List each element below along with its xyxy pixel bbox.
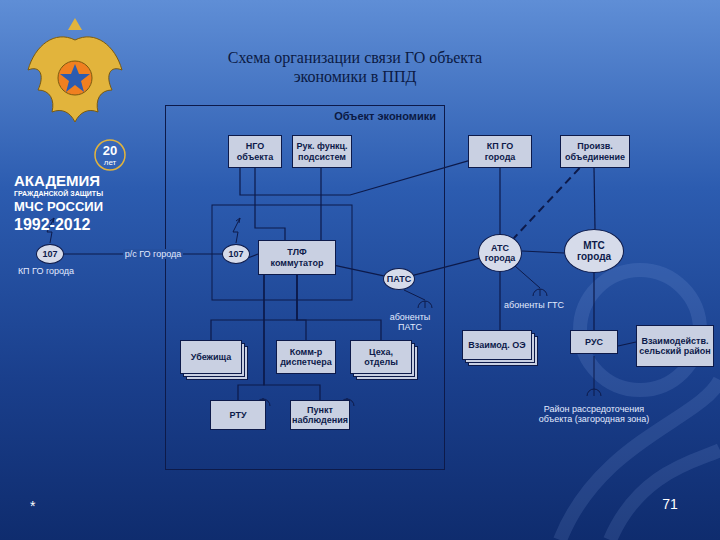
connector-line <box>499 272 500 330</box>
academy-emblem <box>28 18 125 170</box>
connector-line <box>211 275 297 340</box>
diagram-title: Схема организации связи ГО объекта эконо… <box>190 48 520 86</box>
node-label: Убежища <box>191 352 231 362</box>
node-label: Пункт наблюдения <box>292 405 348 426</box>
subscriber-label: абоненты ГТС <box>504 300 588 310</box>
page-number: 71 <box>650 496 690 512</box>
node-label: Взаимодейств. сельский район <box>639 336 711 357</box>
antenna-arc <box>587 389 601 396</box>
node-label: МТС города <box>566 240 622 263</box>
connector-line <box>320 168 321 240</box>
footnote-mark: * <box>30 498 50 514</box>
phone-symbol <box>418 301 432 308</box>
phone-symbol <box>533 289 547 296</box>
radio-node-box: РУС <box>570 330 618 354</box>
connector-line <box>264 275 320 400</box>
zone-label: Район рассредоточения объекта (загородна… <box>528 404 660 425</box>
connector-line <box>594 168 595 229</box>
partner-box: Взаимод. ОЭ <box>462 330 532 360</box>
process-box: НГО объекта <box>228 135 282 168</box>
radio-station: 107 <box>222 244 250 264</box>
radio-station: 107 <box>36 244 64 264</box>
node-label: ПАТС <box>387 274 412 284</box>
connector-line <box>522 251 564 253</box>
subscriber-lead <box>404 290 425 300</box>
subscriber-lead <box>515 266 540 288</box>
switch-box: ТЛФ коммутатор <box>258 240 336 275</box>
exchange-circle: ПАТС <box>383 268 415 290</box>
city-post-label: КП ГО города <box>16 266 76 276</box>
district-box: Взаимодейств. сельский район <box>636 325 714 367</box>
observation-box: Пункт наблюдения <box>290 400 350 430</box>
subscriber-label: абоненты ПАТС <box>378 312 442 333</box>
connector-line <box>297 275 381 340</box>
exchange-circle: МТС города <box>564 229 624 273</box>
association-box: Произв. объединение <box>560 135 630 168</box>
connector-line <box>593 273 594 330</box>
academy-name: МЧС РОССИИ <box>14 200 144 215</box>
anniversary-number: 20 <box>97 144 123 159</box>
node-label: ТЛФ коммутатор <box>261 247 333 268</box>
command-post-box: КП ГО города <box>468 135 532 168</box>
shelter-box: Убежища <box>180 340 242 374</box>
radio-unit-box: РТУ <box>210 400 266 430</box>
connector-line <box>618 342 636 346</box>
dispatcher-box: Комм-р диспетчера <box>276 340 336 374</box>
connector-line <box>499 168 500 234</box>
node-label: Взаимод. ОЭ <box>468 340 525 350</box>
connector-line <box>297 275 306 340</box>
object-frame: Объект экономикиНГО объекта Рук. функц. п… <box>165 105 445 470</box>
node-label: 107 <box>228 249 243 259</box>
radio-antenna <box>233 218 240 243</box>
connector-line <box>336 266 384 276</box>
node-label: Комм-р диспетчера <box>279 347 333 368</box>
connector-line <box>238 275 264 400</box>
node-label: КП ГО города <box>471 141 529 162</box>
node-label: 107 <box>42 249 57 259</box>
academy-name: АКАДЕМИЯ <box>14 172 144 189</box>
node-label: Цеха, отделы <box>353 347 409 368</box>
exchange-circle: АТС города <box>478 234 522 272</box>
node-label: АТС города <box>480 243 520 264</box>
radio-mast <box>594 356 595 390</box>
process-box: Рук. функц. подсистем <box>292 135 352 168</box>
edge-label: р/с ГО города <box>123 249 184 259</box>
academy-name: ГРАЖДАНСКОЙ ЗАЩИТЫ <box>14 190 144 198</box>
anniversary-word: лет <box>97 158 123 167</box>
workshop-box: Цеха, отделы <box>350 340 412 374</box>
connector-line <box>255 168 285 240</box>
node-label: РТУ <box>230 410 247 420</box>
connector-line <box>414 258 479 275</box>
node-label: НГО объекта <box>231 141 279 162</box>
connector-line <box>514 168 580 238</box>
node-label: РУС <box>585 337 603 347</box>
connector-line <box>249 254 258 258</box>
node-label: Рук. функц. подсистем <box>295 141 349 162</box>
node-label: Произв. объединение <box>563 141 627 162</box>
node-label: Объект экономики <box>334 110 436 123</box>
academy-years: 1992-2012 <box>14 216 144 234</box>
switch-room-frame <box>212 205 352 300</box>
